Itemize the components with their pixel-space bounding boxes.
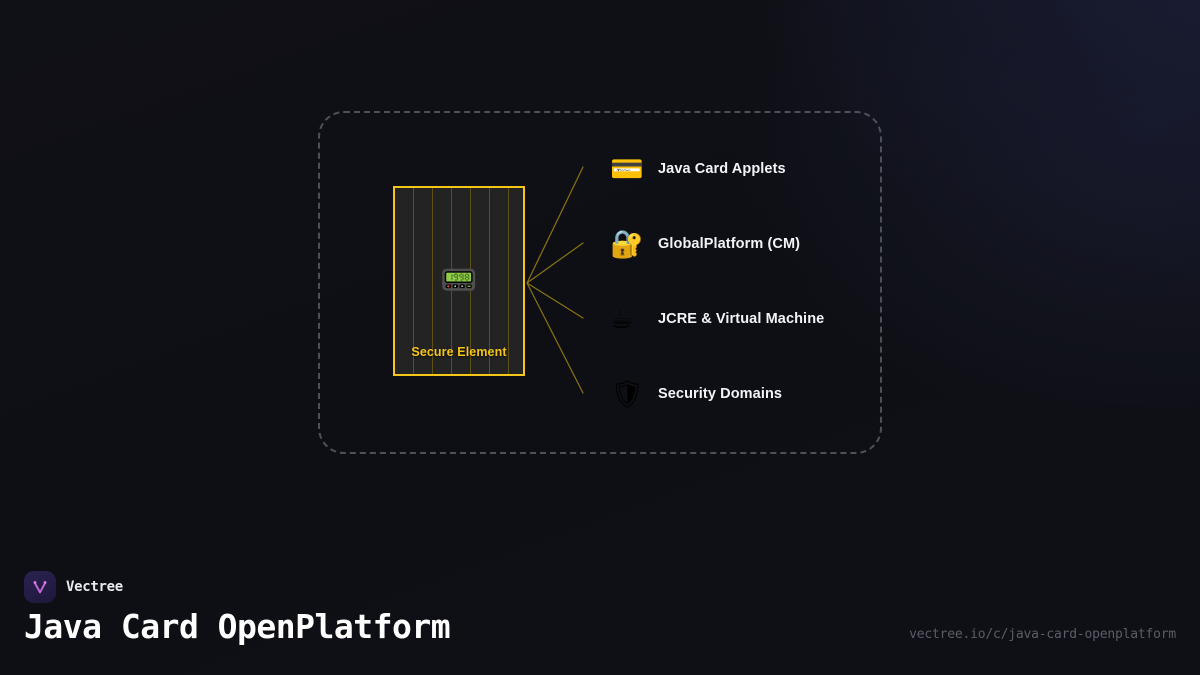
locked-with-key-icon: 🔐 [610, 228, 644, 260]
list-item-label: Java Card Applets [658, 161, 786, 177]
shield-icon: 🛡 [610, 378, 645, 410]
component-list: 💳 Java Card Applets 🔐 GlobalPlatform (CM… [610, 140, 880, 440]
secure-element-card[interactable]: 📟 Secure Element [393, 186, 525, 376]
pager-icon: 📟 [440, 263, 478, 298]
brand-row[interactable]: Vectree [24, 571, 123, 603]
list-item[interactable]: 💳 Java Card Applets [610, 140, 880, 198]
vectree-logo-icon [24, 571, 56, 603]
secure-element-label: Secure Element [411, 345, 507, 359]
list-item[interactable]: 🔐 GlobalPlatform (CM) [610, 215, 880, 273]
brand-name: Vectree [66, 579, 123, 595]
list-item-label: GlobalPlatform (CM) [658, 236, 801, 252]
footer: Vectree Java Card OpenPlatform vectree.i… [0, 555, 1200, 675]
page-title: Java Card OpenPlatform [24, 607, 451, 646]
list-item[interactable]: ☕ JCRE & Virtual Machine [610, 290, 880, 348]
footer-url: vectree.io/c/java-card-openplatform [909, 627, 1176, 642]
credit-card-icon: 💳 [610, 153, 644, 185]
diagram-frame [318, 111, 882, 454]
list-item-label: JCRE & Virtual Machine [658, 311, 825, 327]
hot-beverage-icon: ☕ [610, 303, 635, 335]
list-item[interactable]: 🛡 Security Domains [610, 365, 880, 423]
list-item-label: Security Domains [658, 386, 783, 402]
